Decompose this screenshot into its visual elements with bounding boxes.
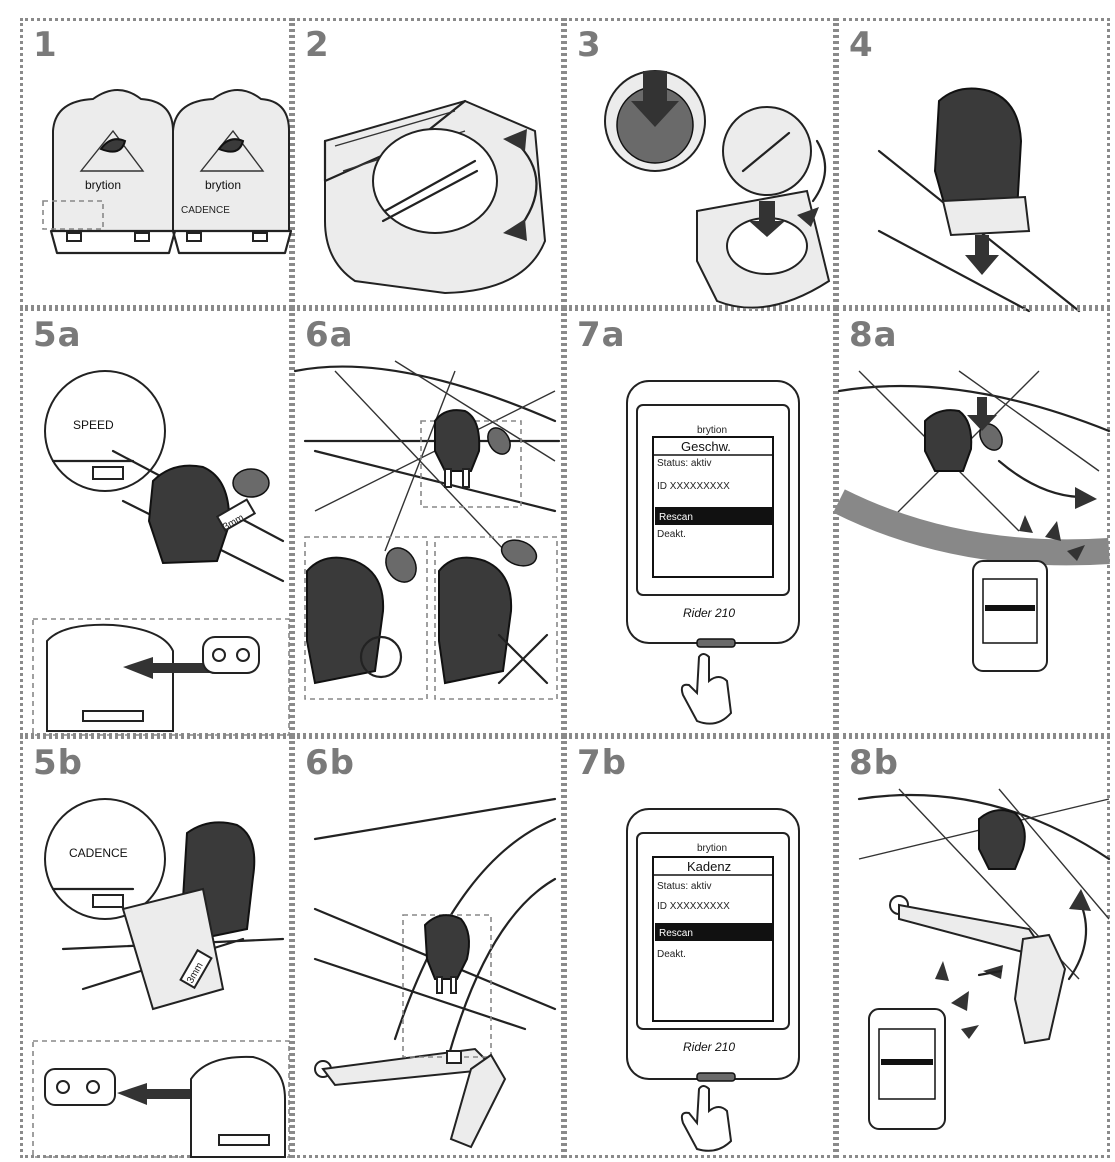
- mount-on-stay-illustration: [877, 87, 1081, 313]
- device-7a-id: ID XXXXXXXXX: [657, 481, 730, 492]
- cadence-tag-5b: CADENCE: [69, 846, 128, 860]
- device-7b-deakt: Deakt.: [657, 949, 686, 960]
- wheel-magnet-alignment-illustration: [293, 360, 561, 700]
- battery-insert-illustration: [604, 70, 831, 309]
- device-7a-deakt: Deakt.: [657, 529, 686, 540]
- step-number: 8b: [849, 743, 899, 783]
- battery-cover-rotate-illustration: [323, 99, 547, 295]
- panel-step-7b: 7b brytion Kadenz Status: aktiv ID XXXXX…: [564, 736, 836, 1158]
- device-7b-status: Status: aktiv: [657, 881, 711, 892]
- step-number: 2: [305, 25, 330, 65]
- panel-step-7a: 7a brytion Geschw. Status: aktiv ID XXXX…: [564, 308, 836, 736]
- step-number: 7b: [577, 743, 627, 783]
- step-number: 3: [577, 25, 602, 65]
- device-7a-model: Rider 210: [683, 606, 735, 620]
- panel-step-3: 3: [564, 18, 836, 309]
- device-7a-status: Status: aktiv: [657, 458, 711, 469]
- panel-step-8b: 8b: [836, 736, 1111, 1158]
- device-7b-brand: brytion: [697, 843, 727, 854]
- speed-sensor-illustration: SPEED 3mm: [32, 370, 290, 736]
- instruction-grid: 1 brytion brytion CADENCE 2: [20, 18, 1111, 1158]
- step-number: 1: [33, 25, 58, 65]
- panel-step-4: 4: [836, 18, 1110, 313]
- spin-wheel-speed-illustration: [833, 370, 1111, 672]
- logo-right: brytion: [205, 178, 241, 192]
- step-number: 5b: [33, 743, 83, 783]
- device-7a-illustration: brytion Geschw. Status: aktiv ID XXXXXXX…: [626, 380, 800, 725]
- logo-left: brytion: [85, 178, 121, 192]
- device-7b-id: ID XXXXXXXXX: [657, 901, 730, 912]
- device-7b-title: Kadenz: [687, 859, 731, 874]
- cadence-tag: CADENCE: [181, 205, 230, 216]
- panel-step-6a: 6a: [292, 308, 564, 736]
- panel-step-2: 2: [292, 18, 564, 308]
- crank-magnet-alignment-illustration: [313, 797, 557, 1149]
- device-7a-brand: brytion: [697, 425, 727, 436]
- step-number: 6a: [305, 315, 354, 355]
- step-number: 6b: [305, 743, 355, 783]
- speed-tag: SPEED: [73, 418, 114, 432]
- panel-step-5a: 5a SPEED 3mm: [20, 308, 292, 736]
- sensor-pair-illustration: brytion brytion CADENCE: [42, 89, 293, 255]
- step-number: 7a: [577, 315, 626, 355]
- step-number: 8a: [849, 315, 898, 355]
- panel-step-1: 1 brytion brytion CADENCE: [20, 18, 293, 308]
- device-7b-rescan: Rescan: [659, 928, 693, 939]
- step-number: 4: [849, 25, 874, 65]
- device-7a-title: Geschw.: [681, 439, 731, 454]
- device-7b-illustration: brytion Kadenz Status: aktiv ID XXXXXXXX…: [626, 808, 800, 1152]
- device-7a-rescan: Rescan: [659, 512, 693, 523]
- panel-step-5b: 5b CADENCE 3mm: [20, 736, 292, 1158]
- step-number: 5a: [33, 315, 82, 355]
- device-7b-model: Rider 210: [683, 1040, 735, 1054]
- panel-step-8a: 8a: [833, 308, 1111, 736]
- spin-crank-cadence-illustration: [857, 788, 1111, 1130]
- panel-step-6b: 6b: [292, 736, 564, 1158]
- cadence-sensor-illustration: CADENCE 3mm: [32, 798, 290, 1158]
